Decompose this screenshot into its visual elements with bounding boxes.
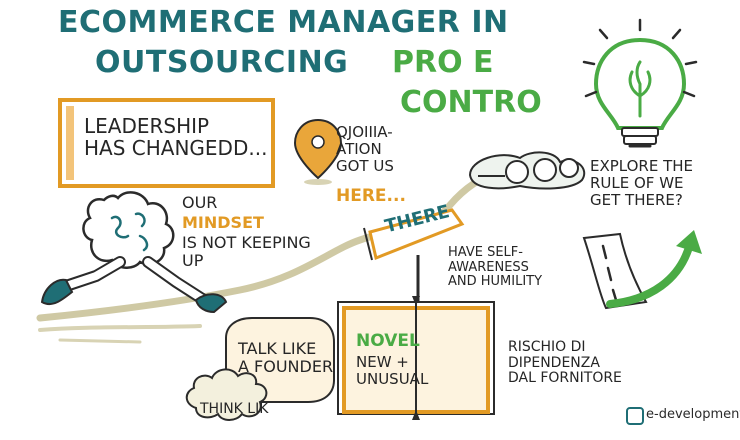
logo-mark: [626, 407, 644, 425]
ground-line: [38, 324, 202, 332]
location-note: QJOIIIA- ATION GOT US: [336, 123, 394, 175]
explore-note: EXPLORE THE RULE OF WE GET THERE?: [590, 157, 694, 209]
mindset-rest: IS NOT KEEPING UP: [182, 233, 311, 270]
book-title: NOVEL: [356, 331, 420, 351]
road-arrow-icon: [582, 230, 702, 310]
running-figure-illustration: [40, 191, 228, 314]
location-here: HERE...: [336, 186, 406, 206]
leadership-box-edge: [66, 106, 74, 180]
light-bulb-icon: [582, 18, 698, 148]
think-note: THINK LIK: [200, 401, 269, 417]
open-book-icon: [337, 296, 495, 420]
leadership-box: [58, 98, 275, 188]
talk-note: TALK LIKE A FOUNDER: [238, 339, 334, 376]
location-pin-icon: [293, 118, 343, 185]
binoculars-icon: [468, 151, 586, 190]
ground-line-2: [58, 338, 142, 344]
title-line-2: OUTSOURCING: [95, 45, 349, 80]
mindset-our: OUR: [182, 193, 218, 212]
title-line-1: ECOMMERCE MANAGER IN: [58, 5, 509, 40]
title-contro: CONTRO: [400, 85, 542, 120]
brand-logo-text: e-development: [646, 407, 740, 422]
rischio-note: RISCHIO DI DIPENDENZA DAL FORNITORE: [508, 339, 622, 387]
self-awareness-note: HAVE SELF- AWARENESS AND HUMILITY: [448, 245, 543, 290]
mindset-highlight: MINDSET: [182, 213, 264, 232]
there-signpost: [363, 208, 465, 302]
thought-cloud: [185, 368, 268, 421]
leadership-note: LEADERSHIP HAS CHANGEDD...: [84, 114, 268, 161]
title-pro-e: PRO E: [392, 45, 494, 80]
book-subtitle: NEW + UNUSUAL: [356, 353, 429, 388]
